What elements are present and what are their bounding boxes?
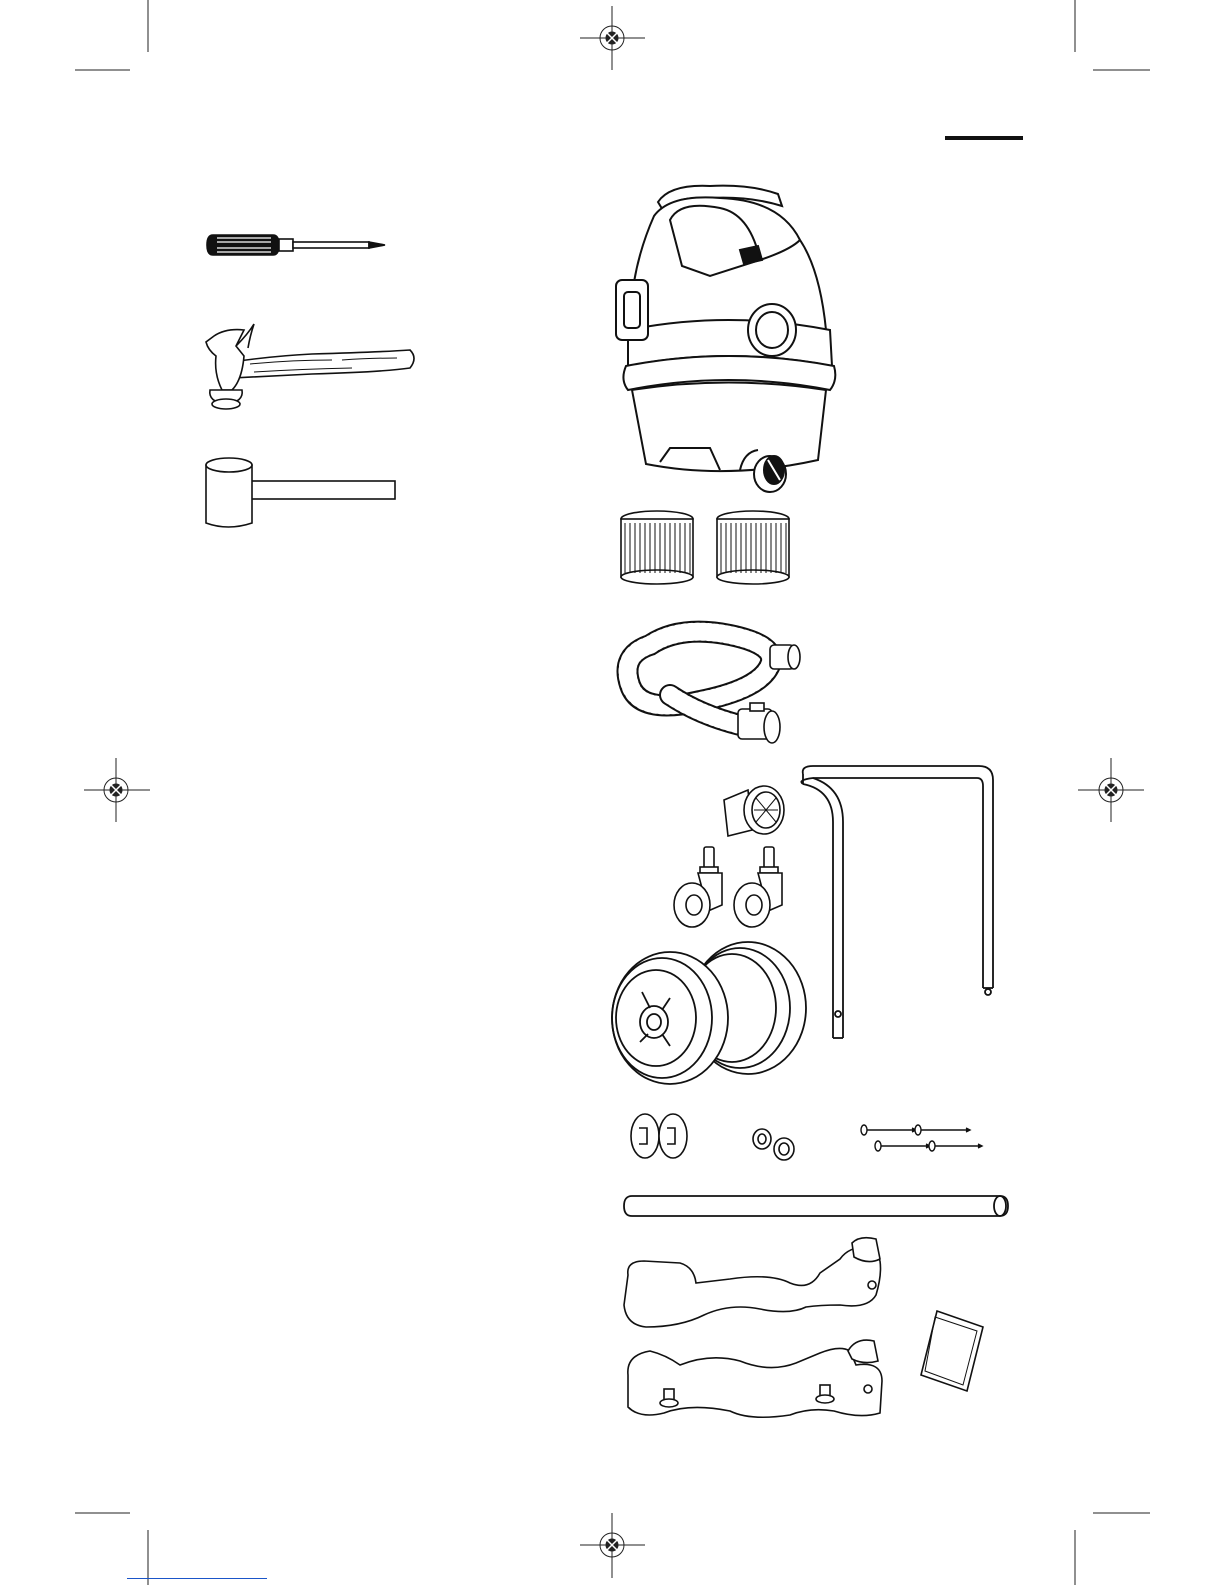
registration-target-bottom xyxy=(580,1513,645,1578)
wet-dry-vacuum-icon xyxy=(610,180,845,505)
registration-target-right xyxy=(1078,758,1144,822)
hose-icon xyxy=(610,605,810,755)
header-rule xyxy=(945,136,1023,140)
push-nut-icon xyxy=(750,1125,800,1165)
hub-cap-icon xyxy=(625,1110,695,1162)
wheel-icon xyxy=(610,938,810,1088)
cartridge-filter-icon xyxy=(615,505,810,590)
manual-icon xyxy=(915,1305,990,1400)
registration-target-left xyxy=(84,758,150,822)
caster-icon xyxy=(668,845,803,935)
registration-target-top xyxy=(580,6,645,70)
hammer-icon xyxy=(192,320,422,415)
drain-cap-icon xyxy=(718,780,788,845)
mallet-icon xyxy=(198,455,398,535)
screwdriver-icon xyxy=(205,230,390,260)
handle-icon xyxy=(793,762,1008,1052)
screw-icon xyxy=(860,1120,985,1160)
base-bracket-icon xyxy=(620,1235,900,1425)
axle-icon xyxy=(620,1190,1015,1224)
footer-link-underline xyxy=(127,1578,267,1579)
